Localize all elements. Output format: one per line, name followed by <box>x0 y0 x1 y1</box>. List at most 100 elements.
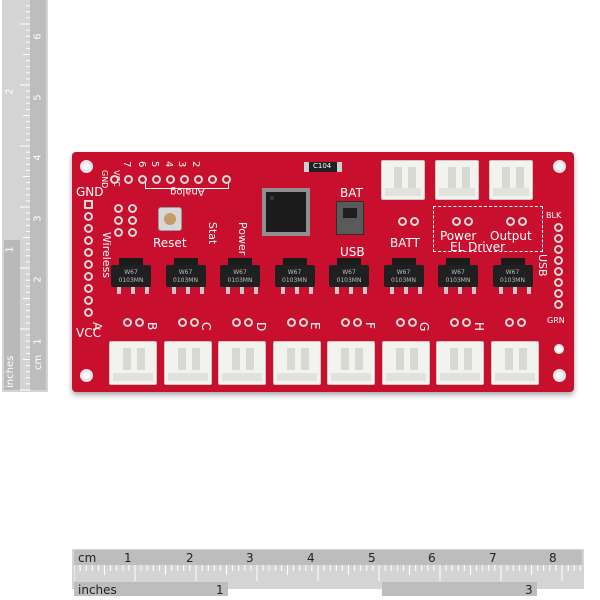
connector-lip <box>385 188 421 196</box>
mosfet-tab <box>282 258 307 266</box>
connector-channel-f[interactable] <box>381 341 430 385</box>
mosfet-tab <box>173 258 198 266</box>
channel-pad <box>353 318 362 327</box>
grn-label: GRN <box>547 316 565 325</box>
mosfet-text-code: W67 <box>178 269 193 276</box>
connector-batt[interactable] <box>381 160 425 200</box>
header-pin-2: 2 <box>190 161 201 168</box>
connector-channel-g[interactable] <box>436 341 484 385</box>
mosfet-leg <box>512 287 517 294</box>
connector-slot <box>355 348 363 370</box>
channel-pad <box>189 318 199 327</box>
usb-pad <box>554 256 563 265</box>
channel-pad <box>177 318 187 327</box>
channel-label-c: C <box>199 322 213 331</box>
el-driver-box <box>433 206 543 252</box>
connector-slot <box>464 348 472 370</box>
power-source-switch[interactable] <box>336 201 364 235</box>
channel-label-h: H <box>471 322 486 332</box>
wireless-pad <box>84 200 93 209</box>
mosfet-text-part: 0103MN <box>336 277 362 284</box>
header-pad <box>194 175 203 184</box>
connector-output[interactable] <box>489 160 533 200</box>
reset-button[interactable] <box>158 207 182 231</box>
connector-channel-c[interactable] <box>218 341 266 385</box>
channel-pad <box>232 318 241 327</box>
channel-pad <box>341 318 350 327</box>
mosfet-tab <box>228 258 252 266</box>
vertical-ruler-cm-tick-4: 4 <box>32 154 44 161</box>
switch-slider <box>343 208 357 218</box>
mosfet-leg <box>472 287 476 294</box>
channel-pad <box>450 318 459 327</box>
header-pin-7: 7 <box>121 161 132 168</box>
mosfet-text-code: W67 <box>396 269 411 276</box>
grid-pad <box>128 228 137 237</box>
header-pad <box>208 175 217 184</box>
mosfet-leg <box>240 287 244 294</box>
mosfet-text-code: W67 <box>124 269 138 276</box>
connector-channel-e[interactable] <box>327 341 375 385</box>
header-pin-3: 3 <box>176 161 187 168</box>
connector-power[interactable] <box>435 160 479 200</box>
mosfet-text-part: 0103MN <box>118 277 144 284</box>
channel-pad <box>244 318 253 327</box>
grid-pad <box>114 204 123 213</box>
horizontal-ruler-inch-unit: inches <box>78 583 117 597</box>
header-pin-5: 5 <box>149 161 160 168</box>
channel-label-e: E <box>308 322 322 330</box>
channel-label-f: F <box>362 322 377 329</box>
mosfet-tab <box>119 258 143 266</box>
usb-pad <box>554 278 563 287</box>
mosfet-leg <box>417 287 422 294</box>
mosfet-text-part: 0103MN <box>445 277 471 284</box>
connector-slot <box>462 167 470 189</box>
mounting-hole-mid-right <box>554 344 564 354</box>
mosfet-leg <box>226 287 230 294</box>
mounting-hole-bottom-right <box>553 369 566 382</box>
channel-label-a: A <box>90 322 104 331</box>
connector-slot <box>395 348 404 370</box>
mosfet-leg <box>498 287 503 294</box>
wireless-pad <box>84 236 93 245</box>
grid-pad <box>114 216 123 225</box>
connector-slot <box>246 348 254 370</box>
mosfet-leg <box>294 287 299 294</box>
resistor-label: C104 <box>313 162 332 170</box>
mosfet-text-part: 0103MN <box>282 277 307 284</box>
connector-channel-d[interactable] <box>272 341 321 385</box>
header-pad <box>152 175 161 184</box>
blk-label: BLK <box>546 211 562 220</box>
vertical-ruler-inch-tick-2: 2 <box>4 88 16 95</box>
vertical-ruler-inch-tick-1: 1 <box>4 246 16 253</box>
mosfet-body <box>383 265 424 287</box>
microcontroller-chip <box>262 188 310 236</box>
mosfet-tab <box>500 258 525 266</box>
mosfet-leg <box>349 287 353 294</box>
connector-pad <box>464 217 473 226</box>
grid-pad <box>128 216 137 225</box>
stat-label: Stat <box>206 222 219 245</box>
connector-slot <box>341 348 349 370</box>
usb-pad <box>554 234 563 243</box>
connector-slot <box>448 167 456 189</box>
channel-label-b: B <box>144 322 159 331</box>
horizontal-ruler-inch-tick-3: 3 <box>525 583 533 597</box>
usb-pad <box>554 300 563 309</box>
wireless-pad <box>84 284 93 293</box>
connector-channel-a[interactable] <box>109 341 157 385</box>
connector-channel-h[interactable] <box>490 341 539 385</box>
connector-pad <box>506 217 515 226</box>
mounting-hole-top-left <box>80 160 93 173</box>
channel-pad <box>407 318 417 327</box>
horizontal-ruler-cm-tick-7: 7 <box>489 551 497 565</box>
vertical-ruler-inch-unit: inches <box>5 355 16 388</box>
connector-channel-b[interactable] <box>163 341 212 385</box>
horizontal-ruler-cm-tick-4: 4 <box>307 551 315 565</box>
mosfet-leg <box>403 287 408 294</box>
vertical-ruler-ticks <box>20 0 30 391</box>
left-vcc-label: VCC <box>76 326 101 340</box>
